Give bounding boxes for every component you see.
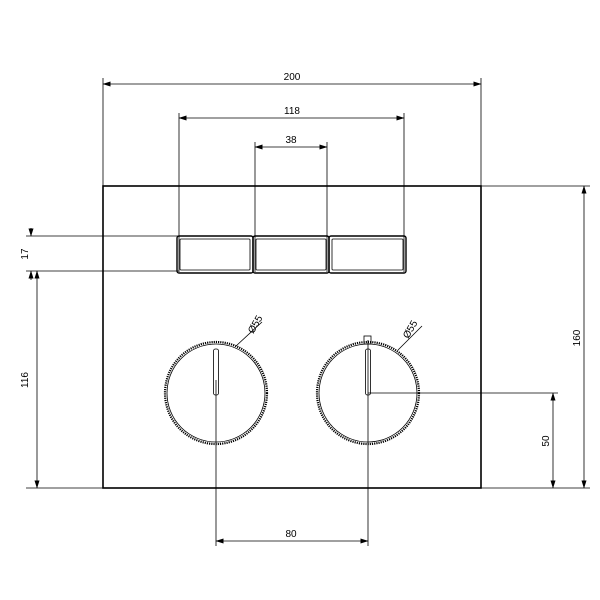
dim-knob-diameter-left: Ø55 [235,313,266,347]
dim-knob-diameter-right: Ø55 [397,318,423,351]
button-middle [252,235,330,274]
dim-buttons-to-bottom: 116 [20,270,103,489]
dim-dia-left-label: Ø55 [246,313,265,335]
panel-outline [102,185,482,489]
dim-knob-center-height: 50 [368,392,558,489]
button-left [176,235,254,274]
dim-panel-height: 160 [481,185,590,489]
dim-single-button-width: 38 [254,135,328,272]
dim-50-label: 50 [541,435,552,447]
button-left-inner [179,238,251,271]
dim-knob-spacing: 80 [215,340,369,546]
button-row [176,235,407,274]
dim-116-label: 116 [20,372,31,388]
dim-button-height: 17 [20,228,179,280]
dim-dia-right-label: Ø55 [401,318,420,340]
knob-indicator-mark [363,335,372,345]
button-middle-inner [255,238,327,271]
dim-button-row-width: 118 [178,106,405,272]
dim-80-label: 80 [285,529,297,540]
dim-38-label: 38 [285,135,297,146]
dim-118-label: 118 [284,106,300,117]
dim-160-label: 160 [572,329,583,346]
dim-overall-width: 200 [102,72,482,186]
dim-200-label: 200 [284,72,301,83]
button-right [328,235,407,274]
button-right-inner [331,238,404,271]
dim-17-label: 17 [20,248,31,260]
